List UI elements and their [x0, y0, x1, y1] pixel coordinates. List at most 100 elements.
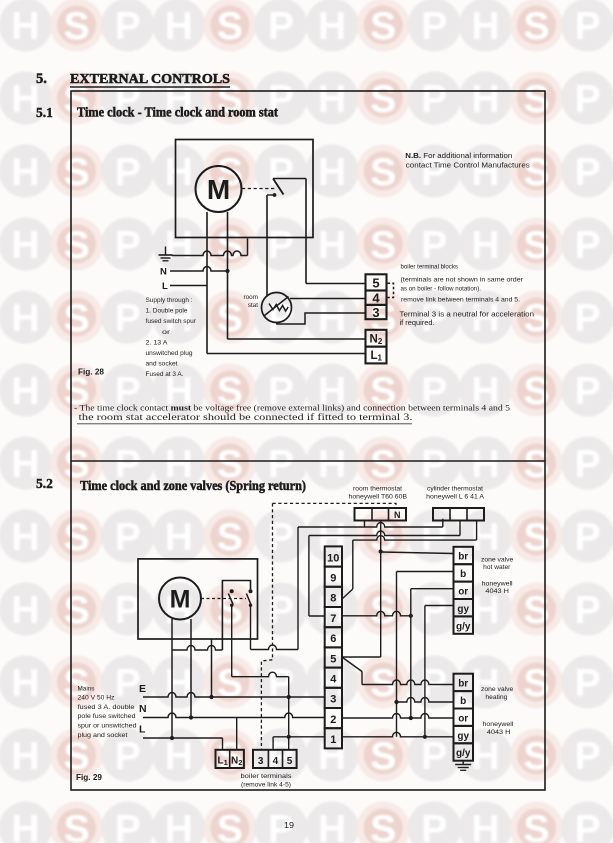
svg-text:S: S [64, 735, 90, 778]
svg-text:P: P [421, 735, 447, 778]
svg-text:P: P [268, 5, 294, 48]
svg-text:heating: heating [485, 694, 508, 701]
svg-text:N2: N2 [231, 756, 242, 768]
svg-text:g/y: g/y [456, 748, 471, 759]
svg-text:H: H [11, 808, 39, 843]
svg-text:P: P [421, 78, 447, 121]
svg-text:H: H [165, 516, 193, 559]
svg-text:H: H [11, 443, 39, 486]
svg-text:5.2: 5.2 [36, 476, 53, 491]
svg-text:contact Time Control Manufactu: contact Time Control Manufactures [406, 160, 530, 169]
svg-text:(remove link 4-5): (remove link 4-5) [241, 782, 291, 789]
svg-text:P: P [575, 297, 601, 340]
svg-text:H: H [165, 5, 193, 48]
svg-text:Time clock and zone valves (Sp: Time clock and zone valves (Spring retur… [80, 478, 306, 493]
svg-text:N.B. For additional informatio: N.B. For additional information [405, 151, 512, 160]
svg-text:N: N [160, 267, 167, 278]
svg-text:4: 4 [372, 291, 380, 306]
svg-text:Supply through :: Supply through : [146, 297, 193, 304]
svg-text:stat: stat [248, 302, 259, 309]
svg-text:L1: L1 [218, 756, 228, 768]
svg-text:H: H [165, 224, 193, 267]
svg-text:L: L [139, 724, 146, 736]
svg-text:5: 5 [330, 653, 336, 665]
svg-text:b: b [460, 569, 466, 580]
svg-text:S: S [64, 516, 90, 559]
svg-text:P: P [115, 443, 141, 486]
svg-text:S: S [217, 370, 243, 413]
svg-text:P: P [115, 224, 141, 267]
svg-text:unswitched plug: unswitched plug [146, 350, 193, 357]
svg-text:P: P [575, 224, 601, 267]
svg-text:P: P [115, 151, 141, 194]
svg-text:H: H [165, 78, 193, 121]
svg-text:H: H [165, 443, 193, 486]
svg-text:honeywell T60 60B: honeywell T60 60B [349, 494, 408, 501]
svg-text:H: H [471, 151, 499, 194]
svg-text:5: 5 [287, 756, 293, 767]
svg-text:S: S [217, 662, 243, 705]
svg-text:S: S [217, 224, 243, 267]
svg-text:the room stat accelerator shou: the room stat accelerator should be conn… [79, 412, 413, 423]
svg-text:S: S [217, 443, 243, 486]
svg-text:H: H [11, 5, 39, 48]
svg-text:br: br [458, 552, 468, 563]
svg-text:H: H [471, 443, 499, 486]
svg-text:1: 1 [330, 734, 336, 746]
svg-text:4043 H: 4043 H [485, 588, 509, 595]
svg-text:P: P [268, 370, 294, 413]
svg-text:5: 5 [372, 275, 379, 290]
svg-text:P: P [575, 443, 601, 486]
svg-text:P: P [421, 443, 447, 486]
svg-text:5.: 5. [36, 71, 47, 87]
svg-text:S: S [370, 5, 396, 48]
svg-text:Terminal 3 is a neutral for ac: Terminal 3 is a neutral for acceleration [400, 309, 535, 318]
svg-text:H: H [471, 78, 499, 121]
svg-text:H: H [165, 735, 193, 778]
svg-text:9: 9 [330, 573, 336, 585]
svg-text:240 V 50 Hz: 240 V 50 Hz [78, 695, 115, 702]
svg-text:S: S [370, 443, 396, 486]
svg-text:E: E [139, 683, 146, 695]
svg-text:P: P [115, 78, 141, 121]
svg-text:P: P [421, 808, 447, 843]
svg-text:room: room [243, 294, 258, 301]
svg-text:4: 4 [330, 674, 337, 686]
svg-text:H: H [471, 808, 499, 843]
svg-text:H: H [165, 297, 193, 340]
svg-text:5.1: 5.1 [36, 105, 53, 120]
svg-text:N2: N2 [370, 333, 383, 346]
svg-text:H: H [11, 662, 39, 705]
svg-text:S: S [370, 735, 396, 778]
svg-text:S: S [370, 224, 396, 267]
svg-text:S: S [64, 78, 90, 121]
svg-text:S: S [64, 370, 90, 413]
svg-text:S: S [64, 662, 90, 705]
svg-text:S: S [370, 808, 396, 843]
svg-text:2: 2 [330, 714, 336, 726]
svg-text:boiler terminals: boiler terminals [241, 773, 292, 780]
svg-text:S: S [217, 5, 243, 48]
svg-text:P: P [115, 808, 141, 843]
svg-text:P: P [421, 224, 447, 267]
svg-text:H: H [165, 151, 193, 194]
svg-text:or: or [458, 587, 468, 598]
svg-text:zone valve: zone valve [481, 557, 514, 564]
svg-text:19: 19 [284, 820, 294, 830]
svg-text:P: P [575, 5, 601, 48]
svg-text:7: 7 [330, 613, 336, 625]
svg-text:P: P [268, 735, 294, 778]
svg-text:honeywell: honeywell [482, 581, 513, 588]
svg-text:P: P [268, 297, 294, 340]
svg-text:P: P [268, 151, 294, 194]
svg-text:g/y: g/y [456, 621, 471, 632]
svg-text:fused switch spur: fused switch spur [146, 318, 197, 325]
svg-text:H: H [318, 78, 346, 121]
svg-text:P: P [575, 589, 601, 632]
svg-text:L: L [162, 281, 168, 292]
svg-text:P: P [421, 370, 447, 413]
svg-text:S: S [370, 151, 396, 194]
svg-text:as on boiler - follow notation: as on boiler - follow notation). [401, 285, 482, 292]
svg-text:2. 13 A: 2. 13 A [146, 339, 169, 346]
svg-text:M: M [170, 586, 191, 614]
